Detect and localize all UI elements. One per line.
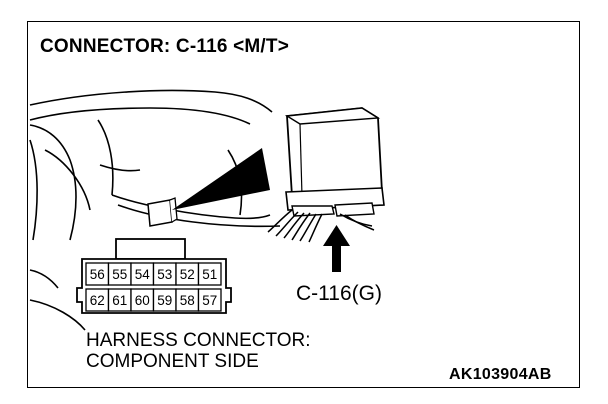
pin-number: 58 (180, 293, 195, 308)
diagram-title: CONNECTOR: C-116 <M/T> (40, 36, 289, 57)
pin-number: 52 (180, 267, 195, 282)
pin-number: 57 (202, 293, 217, 308)
figure-id: AK103904AB (449, 366, 552, 383)
harness-caption-line-2: COMPONENT SIDE (86, 351, 259, 372)
pin-number: 56 (90, 267, 105, 282)
pin-cell (197, 288, 222, 312)
pin-number: 51 (202, 267, 217, 282)
dashboard-outline (29, 89, 281, 331)
harness-caption-line-1: HARNESS CONNECTOR: (86, 330, 311, 351)
pin-number: 62 (90, 293, 105, 308)
pin-number: 55 (112, 267, 127, 282)
arrow-up-icon (323, 225, 350, 272)
dash-connector-icon (147, 148, 270, 227)
wire-harness (267, 209, 375, 243)
pin-number: 60 (135, 293, 150, 308)
harness-caption: HARNESS CONNECTOR: COMPONENT SIDE (86, 330, 311, 372)
pin-number: 53 (157, 267, 172, 282)
pin-number: 61 (112, 293, 127, 308)
pin-cell (197, 262, 222, 286)
connector-label: C-116(G) (296, 282, 382, 305)
pin-number: 54 (135, 267, 151, 282)
connector-pin-grid: 56 55 54 53 52 51 62 61 60 59 58 57 (85, 262, 222, 312)
pin-number: 59 (157, 293, 172, 308)
ecu-module-icon (284, 107, 385, 217)
